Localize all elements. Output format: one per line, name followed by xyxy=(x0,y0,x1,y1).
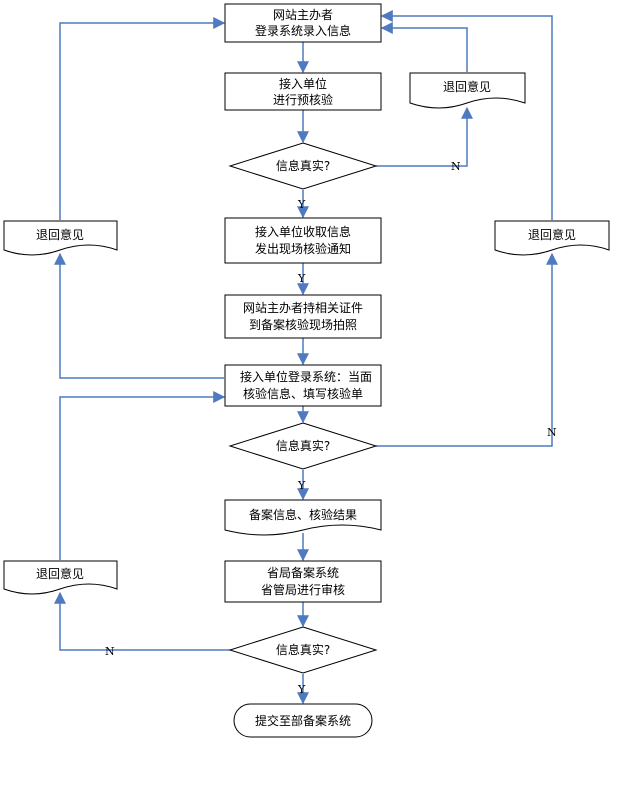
edge-right-reject-n1 xyxy=(380,9,553,220)
node-onsite-verify-line1: 接入单位登录系统：当面 xyxy=(240,369,372,384)
edge-d2-right-reject xyxy=(376,252,558,447)
connectors xyxy=(54,9,558,705)
reject-doc-left-text: 退回意见 xyxy=(36,227,84,242)
node-pre-verify-line2: 进行预核验 xyxy=(273,92,333,107)
label-yes-d1: Y xyxy=(297,198,306,211)
node-receive-info-line2: 发出现场核验通知 xyxy=(255,241,351,256)
label-no-d2: N xyxy=(547,426,557,439)
node-pre-verify-line1: 接入单位 xyxy=(279,76,327,91)
node-provincial-review-line2: 省管局进行审核 xyxy=(261,582,345,597)
node-onsite-verify: 接入单位登录系统：当面 核验信息、填写核验单 xyxy=(224,364,382,407)
decision-2-text: 信息真实? xyxy=(276,438,330,453)
node-onsite-verify-line2: 核验信息、填写核验单 xyxy=(243,386,363,401)
reject-doc-bottom: 退回意见 xyxy=(3,560,118,595)
node-onsite-photo-line1: 网站主办者持相关证件 xyxy=(243,300,363,315)
node-enter-info-line2: 登录系统录入信息 xyxy=(255,23,351,38)
edge-left-reject-n1 xyxy=(59,17,226,220)
node-enter-info-line1: 网站主办者 xyxy=(273,7,333,22)
decision-1: 信息真实? xyxy=(228,142,378,190)
edge-bottom-reject-n5 xyxy=(59,391,226,560)
label-yes-n3: Y xyxy=(297,272,306,285)
decision-2: 信息真实? xyxy=(228,422,378,470)
node-onsite-photo: 网站主办者持相关证件 到备案核验现场拍照 xyxy=(224,294,382,339)
node-record-result: 备案信息、核验结果 xyxy=(224,499,382,536)
node-onsite-photo-line2: 到备案核验现场拍照 xyxy=(249,317,357,332)
node-enter-info: 网站主办者 登录系统录入信息 xyxy=(224,3,382,43)
reject-doc-top-right: 退回意见 xyxy=(409,72,526,109)
node-pre-verify: 接入单位 进行预核验 xyxy=(224,72,382,111)
decision-3: 信息真实? xyxy=(228,626,378,674)
node-record-result-text: 备案信息、核验结果 xyxy=(249,507,357,522)
decision-3-text: 信息真实? xyxy=(276,642,330,657)
reject-doc-right-text: 退回意见 xyxy=(528,227,576,242)
label-no-d3: N xyxy=(105,645,115,658)
node-provincial-review-line1: 省局备案系统 xyxy=(267,565,339,580)
decision-1-text: 信息真实? xyxy=(276,158,330,173)
edge-reject-n1-a xyxy=(380,22,468,72)
node-receive-info: 接入单位收取信息 发出现场核验通知 xyxy=(224,217,382,264)
reject-doc-bottom-text: 退回意见 xyxy=(36,566,84,581)
node-provincial-review: 省局备案系统 省管局进行审核 xyxy=(224,560,382,603)
reject-doc-right: 退回意见 xyxy=(494,220,610,256)
edge-n5-left-reject xyxy=(54,252,224,379)
reject-doc-top-right-text: 退回意见 xyxy=(443,79,491,94)
node-end: 提交至部备案系统 xyxy=(233,703,373,738)
node-end-text: 提交至部备案系统 xyxy=(255,713,351,728)
label-yes-d3: Y xyxy=(297,683,306,696)
edge-d3-bottom-reject xyxy=(54,591,230,651)
edge-d1-reject xyxy=(376,106,473,167)
reject-doc-left: 退回意见 xyxy=(3,220,118,256)
node-receive-info-line1: 接入单位收取信息 xyxy=(255,224,351,239)
label-no-d1: N xyxy=(451,160,461,173)
label-yes-d2: Y xyxy=(297,479,306,492)
